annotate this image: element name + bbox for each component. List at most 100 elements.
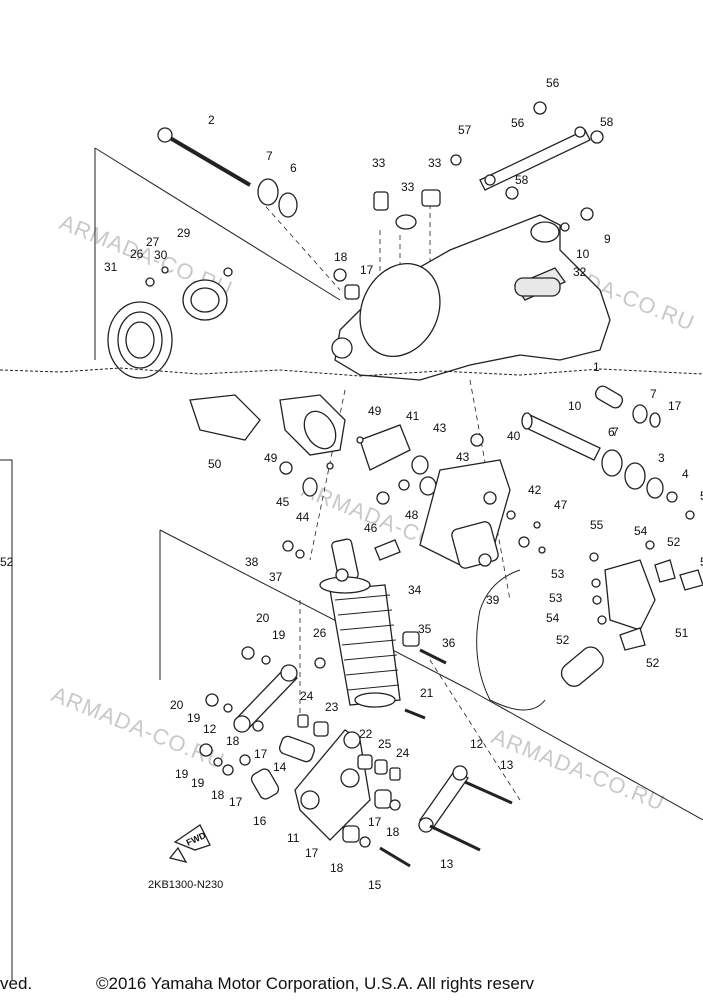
callout-34-56: 34 xyxy=(408,583,422,597)
callout-47-41: 47 xyxy=(554,498,568,512)
copyright-footer: ved. ©2016 Yamaha Motor Corporation, U.S… xyxy=(0,970,703,1000)
callout-22-69: 22 xyxy=(359,727,373,741)
copyright-text: ©2016 Yamaha Motor Corporation, U.S.A. A… xyxy=(96,974,535,993)
callout-32-20: 32 xyxy=(573,265,587,279)
pivot-shaft-group xyxy=(157,127,360,300)
callout-26-59: 26 xyxy=(313,626,327,640)
callout-7-1: 7 xyxy=(266,149,273,163)
callout-12-65: 12 xyxy=(203,722,217,736)
callout-4-27: 4 xyxy=(682,467,689,481)
callout-54-52: 54 xyxy=(546,611,560,625)
callout-17-19: 17 xyxy=(360,263,374,277)
drive-parts-group xyxy=(107,266,233,379)
callout-19-64: 19 xyxy=(187,711,201,725)
callout-6-25: 6 xyxy=(608,425,615,439)
callout-35-57: 35 xyxy=(418,622,432,636)
callout-37-44: 37 xyxy=(269,570,283,584)
callout-9-8: 9 xyxy=(604,232,611,246)
callout-38-43: 38 xyxy=(245,555,259,569)
callout-54-47: 54 xyxy=(634,524,648,538)
callout-7-29: 7 xyxy=(612,425,619,439)
callout-24-67: 24 xyxy=(300,689,314,703)
callout-56-3: 56 xyxy=(546,76,560,90)
callout-17-79: 17 xyxy=(229,795,243,809)
callout-21-62: 21 xyxy=(420,686,434,700)
callout-17-24: 17 xyxy=(668,399,682,413)
callout-44-37: 44 xyxy=(296,510,310,524)
callout-3-26: 3 xyxy=(658,451,665,465)
callout-42-40: 42 xyxy=(528,483,542,497)
plugs-group xyxy=(373,189,594,297)
callout-24-71: 24 xyxy=(396,746,410,760)
callout-58-7: 58 xyxy=(515,173,529,187)
callout-17-85: 17 xyxy=(305,846,319,860)
shock-absorber-group xyxy=(282,538,447,720)
callout-29-13: 29 xyxy=(177,226,191,240)
callout-33-10: 33 xyxy=(372,156,386,170)
callout-55-46: 55 xyxy=(590,518,604,532)
callout-49-30: 49 xyxy=(368,404,382,418)
swingarm-assembly xyxy=(331,126,611,381)
diagram-part-code: 2KB1300-N230 xyxy=(148,879,223,891)
callout-40-33: 40 xyxy=(507,429,521,443)
callout-53-51: 53 xyxy=(549,591,563,605)
copyright-fragment-left: ved. xyxy=(0,974,33,993)
callout-12-74: 12 xyxy=(470,737,484,751)
callout-36-58: 36 xyxy=(442,636,456,650)
callout-53-50: 53 xyxy=(551,567,565,581)
callout-20-63: 20 xyxy=(170,698,184,712)
callout-25-70: 25 xyxy=(378,737,392,751)
callout-16-80: 16 xyxy=(253,814,267,828)
callout-45-36: 45 xyxy=(276,495,290,509)
callout-18-18: 18 xyxy=(334,250,348,264)
callout-17-72: 17 xyxy=(254,747,268,761)
callout-43-34: 43 xyxy=(456,450,470,464)
callout-52-53: 52 xyxy=(556,633,570,647)
callout-52-89: 52 xyxy=(0,555,14,569)
callout-10-9: 10 xyxy=(576,247,590,261)
cut-band xyxy=(0,367,703,377)
callout-19-61: 19 xyxy=(272,628,286,642)
callout-1-21: 1 xyxy=(593,360,600,374)
fwd-arrow: FWD xyxy=(168,824,211,864)
callout-49-35: 49 xyxy=(264,451,278,465)
callout-57-4: 57 xyxy=(458,123,472,137)
callout-18-78: 18 xyxy=(211,788,225,802)
lower-linkage-group xyxy=(199,646,513,868)
callout-11-81: 11 xyxy=(287,831,300,845)
callout-52-55: 52 xyxy=(646,656,660,670)
callout-33-11: 33 xyxy=(401,180,415,194)
callout-17-82: 17 xyxy=(368,815,382,829)
callout-46-39: 46 xyxy=(364,521,378,535)
callout-7-22: 7 xyxy=(650,387,657,401)
callout-30-15: 30 xyxy=(154,248,168,262)
callout-58-6: 58 xyxy=(600,115,614,129)
callout-55-49: 55 xyxy=(700,555,703,569)
callout-20-60: 20 xyxy=(256,611,270,625)
callout-43-32: 43 xyxy=(433,421,447,435)
callout-39-45: 39 xyxy=(486,593,500,607)
callout-10-23: 10 xyxy=(568,399,582,413)
callout-13-84: 13 xyxy=(440,857,454,871)
callout-13-75: 13 xyxy=(500,758,514,772)
chain-puller-group xyxy=(450,101,604,200)
callout-26-16: 26 xyxy=(130,247,144,261)
callout-27-14: 27 xyxy=(146,235,160,249)
reservoir-group xyxy=(476,540,703,711)
watermark-3: ARMADA-CO.RU xyxy=(48,681,228,773)
callout-18-83: 18 xyxy=(386,825,400,839)
upper-bracket-group xyxy=(189,394,546,569)
callout-31-17: 31 xyxy=(104,260,118,274)
callout-33-12: 33 xyxy=(428,156,442,170)
callout-23-68: 23 xyxy=(325,700,339,714)
callout-52-48: 52 xyxy=(667,535,681,549)
callout-19-77: 19 xyxy=(191,776,205,790)
callout-19-76: 19 xyxy=(175,767,189,781)
callout-15-87: 15 xyxy=(368,878,382,892)
callout-41-31: 41 xyxy=(406,409,420,423)
callout-14-73: 14 xyxy=(273,760,287,774)
callout-51-54: 51 xyxy=(675,626,689,640)
